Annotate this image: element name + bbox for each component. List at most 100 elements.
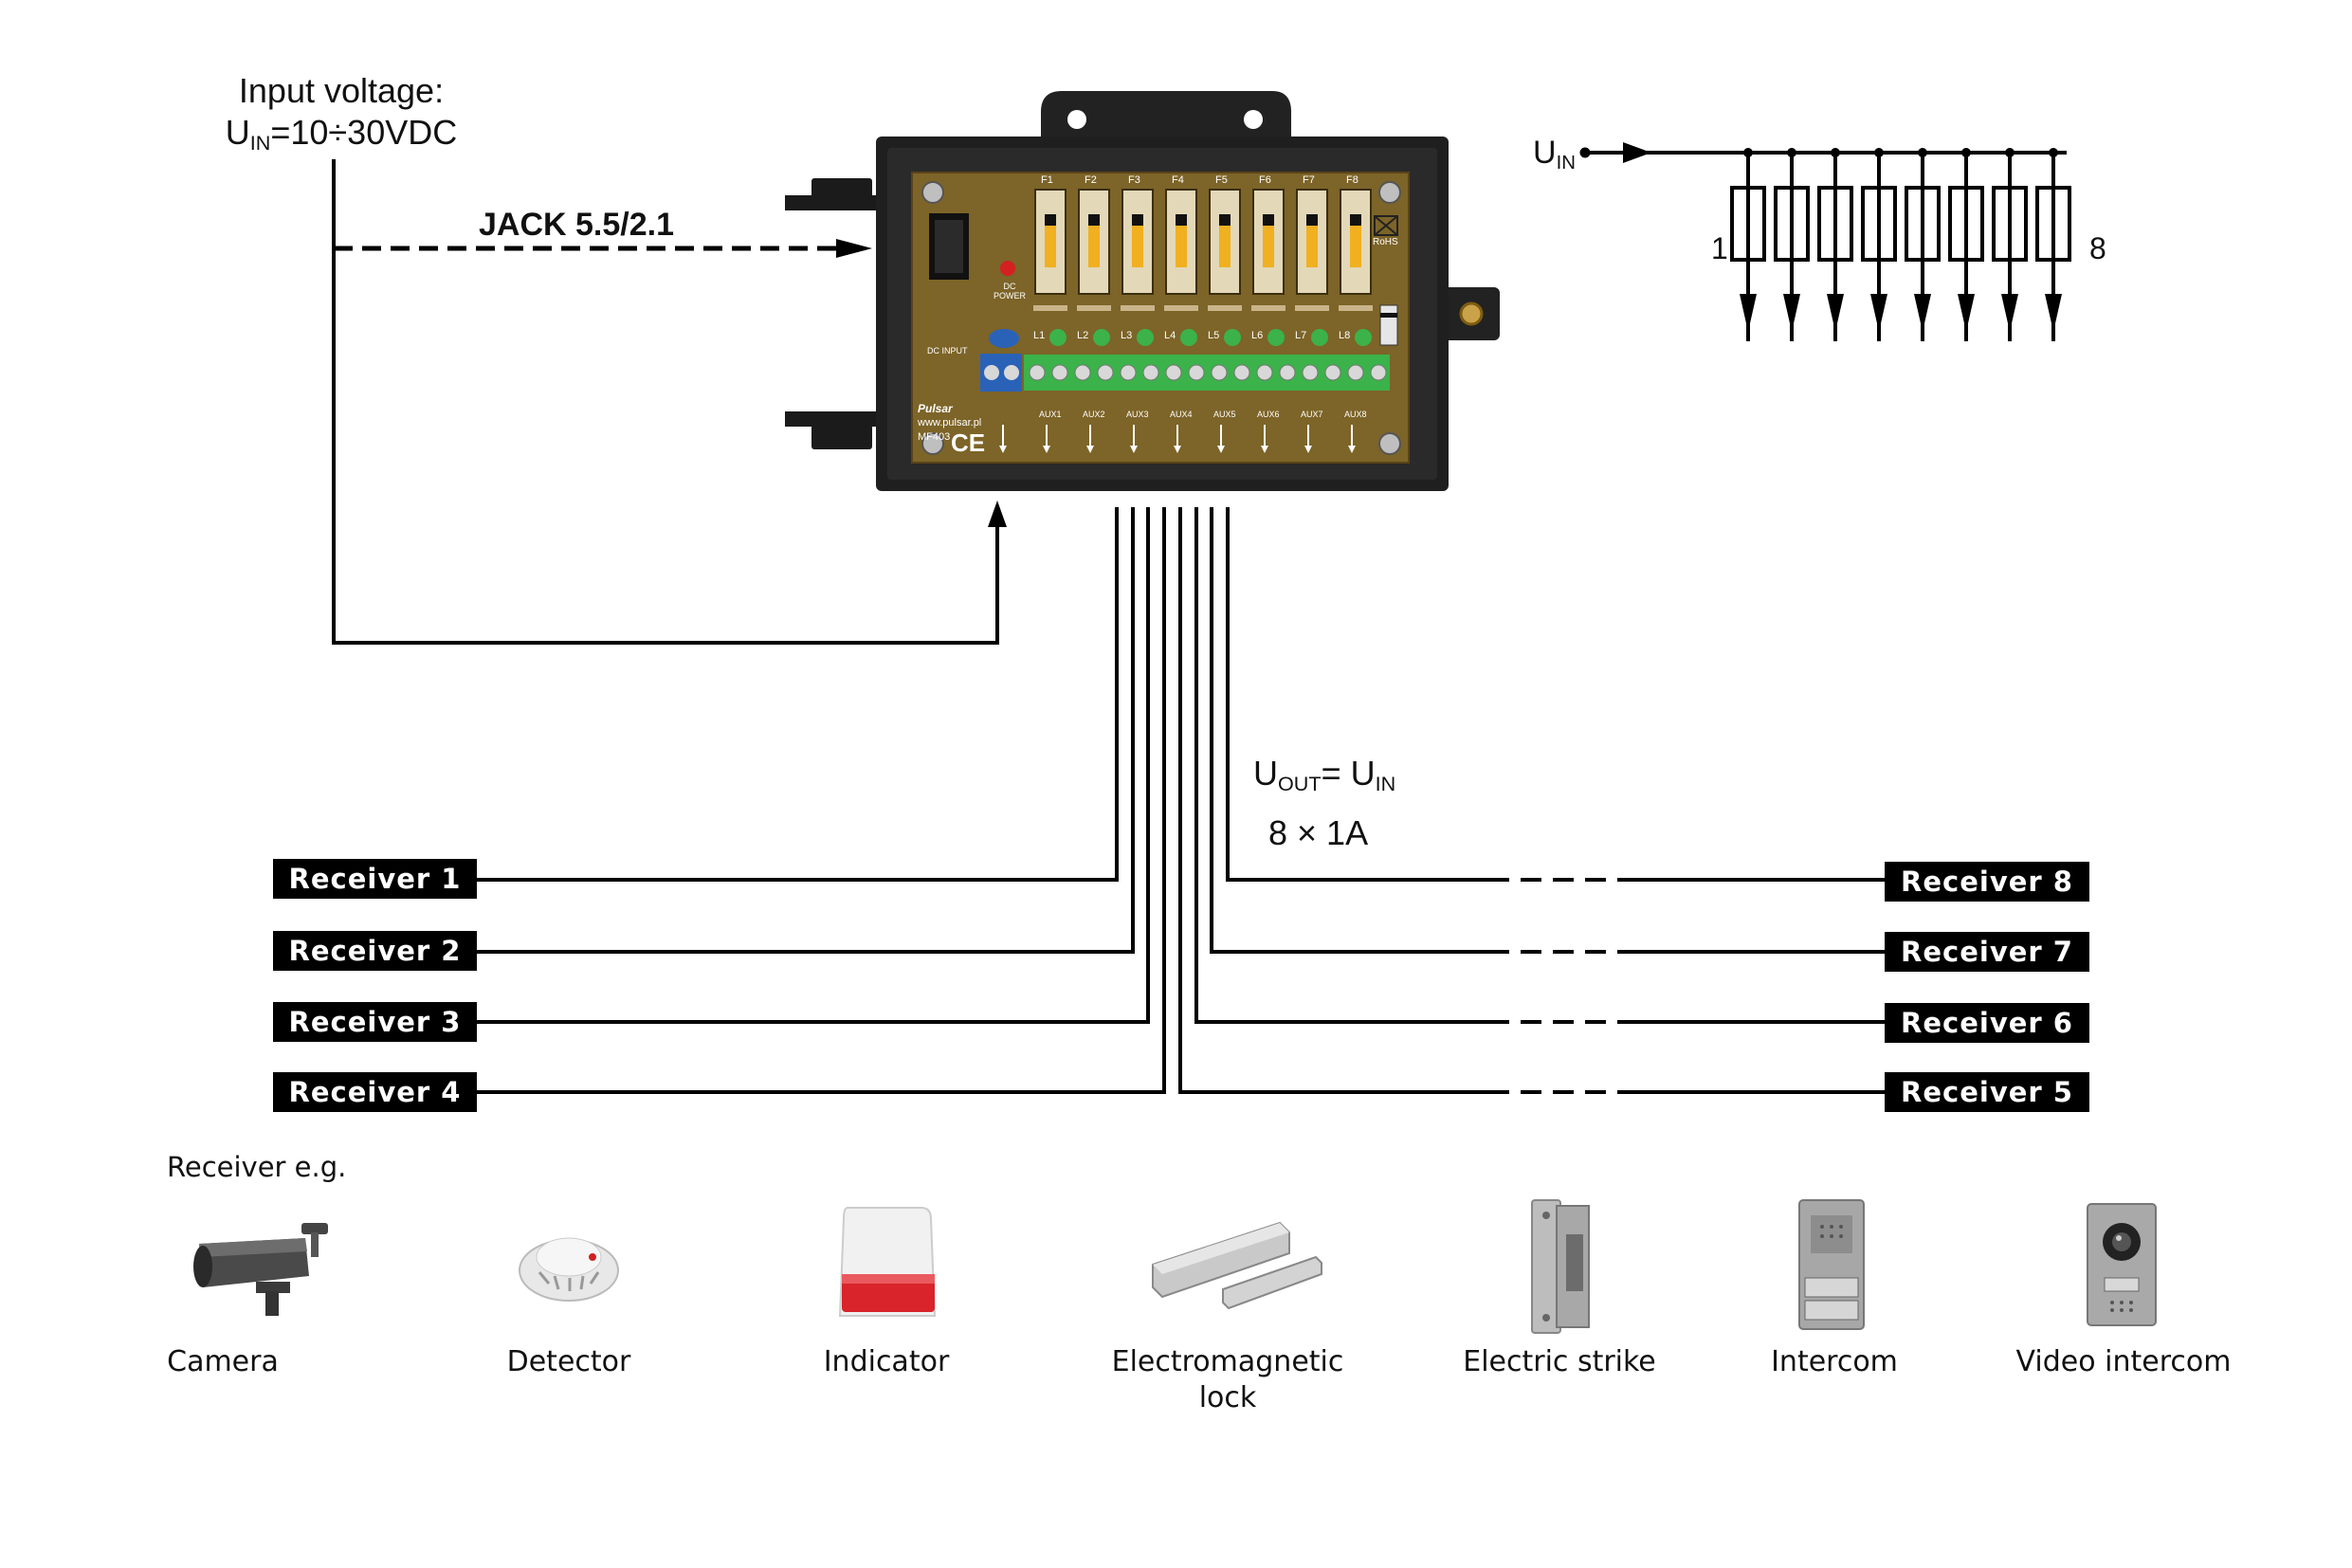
output-led [1137,329,1154,346]
output-wires-left-dashed [720,878,853,1094]
terminal-screw [1370,364,1387,381]
terminal-screw [1279,364,1296,381]
resistor [1121,305,1155,311]
fuse [1088,214,1100,267]
camera-label: Camera [167,1345,279,1378]
receiver-examples-heading: Receiver e.g. [167,1151,347,1183]
output-led [1224,329,1241,346]
lid-clips [785,178,880,449]
schematic-first-index: 1 [1711,231,1728,265]
output-led [1311,329,1328,346]
input-feed-arrow [988,501,1007,527]
terminal-direction-arrow [1086,446,1094,453]
mounting-hole [1067,110,1086,129]
terminal-screw [1302,364,1319,381]
fuse [1263,214,1274,267]
output-wires-right [1178,507,1488,1094]
output-terminal-label: AUX2 [1083,410,1105,419]
electromagnetic-lock-label: Electromagnetic lock [1111,1345,1344,1414]
resistor [1077,305,1111,311]
terminal-screw [1256,364,1273,381]
output-terminal-label: AUX3 [1126,410,1149,419]
output-wires-right-dashed [1488,878,1621,1094]
pcb-board [912,173,1409,463]
resistor [1164,305,1198,311]
terminal-screw [1165,364,1182,381]
fuse-holder [1340,189,1372,295]
video-intercom-label: Video intercom [2015,1345,2232,1378]
terminal-direction-arrow [1130,446,1138,453]
diode [1379,304,1398,346]
schematic-input-arrow [1623,142,1651,163]
fuse-holder [1121,189,1154,295]
schematic-last-index: 8 [2089,231,2106,265]
terminal-screw [1188,364,1205,381]
output-arrow [1740,294,1757,332]
model-text: MF403 [918,431,951,443]
output-arrow [2045,294,2062,332]
resistor [1251,305,1285,311]
led-label: L6 [1251,330,1264,341]
terminal-screw [1233,364,1250,381]
terminal-screw [1097,364,1114,381]
output-led [1093,329,1110,346]
intercom-icon [1798,1199,1865,1330]
fuse-label: F6 [1259,174,1271,186]
website-text: www.pulsar.pl [918,417,982,428]
fuse [1176,214,1187,267]
fuse-branch [1817,148,1853,341]
fuse-branches [1730,148,2071,341]
output-wires-left-stubs [477,878,720,1094]
output-terminal-label: AUX5 [1213,410,1236,419]
led-label: L2 [1077,330,1089,341]
led-label: L4 [1164,330,1176,341]
mounting-tab [1041,91,1291,144]
led-label: L1 [1033,330,1046,341]
mounting-hole [1244,110,1263,129]
terminal-screw [1051,364,1068,381]
output-arrow [2001,294,2018,332]
fuse-label: F1 [1041,174,1053,186]
resistor [1033,305,1067,311]
siren-icon [838,1207,937,1317]
terminal-direction-arrow [1043,446,1050,453]
fuse-label: F2 [1085,174,1097,186]
output-led [1049,329,1067,346]
indicator-label: Indicator [823,1345,950,1378]
jack-arrow [836,239,872,258]
output-voltage-label: UOUT= UIN 8 × 1A [1253,749,1395,858]
fuse-label: F5 [1215,174,1228,186]
fuse-label: F4 [1172,174,1184,186]
output-voltage-formula: UOUT= UIN [1253,754,1396,795]
detector-label: Detector [506,1345,631,1378]
input-voltage-label: Input voltage: UIN=10÷30VDC [180,70,502,164]
receiver-8-label: Receiver 8 [1885,862,2089,902]
fuse-label: F3 [1128,174,1140,186]
output-rating: 8 × 1A [1268,813,1369,852]
terminal-direction-arrow [1261,446,1268,453]
terminal-direction-arrow [1304,446,1312,453]
fuse-branch [2035,148,2071,341]
fuse-branch [1774,148,1810,341]
smoke-detector-icon [519,1237,619,1302]
intercom-label: Intercom [1771,1345,1898,1378]
output-arrow [1958,294,1975,332]
resistor [1339,305,1373,311]
terminal-direction-arrow [999,446,1007,453]
fuse-schematic [1579,142,2067,163]
output-terminal-label: AUX4 [1170,410,1193,419]
fuse [1045,214,1056,267]
terminal-screw [1029,364,1046,381]
fuse-branch [1905,148,1941,341]
input-voltage-title: Input voltage: [238,71,445,110]
output-terminal-label: AUX6 [1257,410,1280,419]
output-wires-right-stubs [1621,878,1885,1094]
output-arrow [1783,294,1800,332]
brand-logo: Pulsar [918,402,953,415]
output-terminal-label: AUX7 [1301,410,1323,419]
terminal-screw [1211,364,1228,381]
fuse-branch [1948,148,1984,341]
video-intercom-icon [2087,1203,2157,1326]
fuse-branch [1992,148,2028,341]
terminal-direction-arrow [1348,446,1356,453]
